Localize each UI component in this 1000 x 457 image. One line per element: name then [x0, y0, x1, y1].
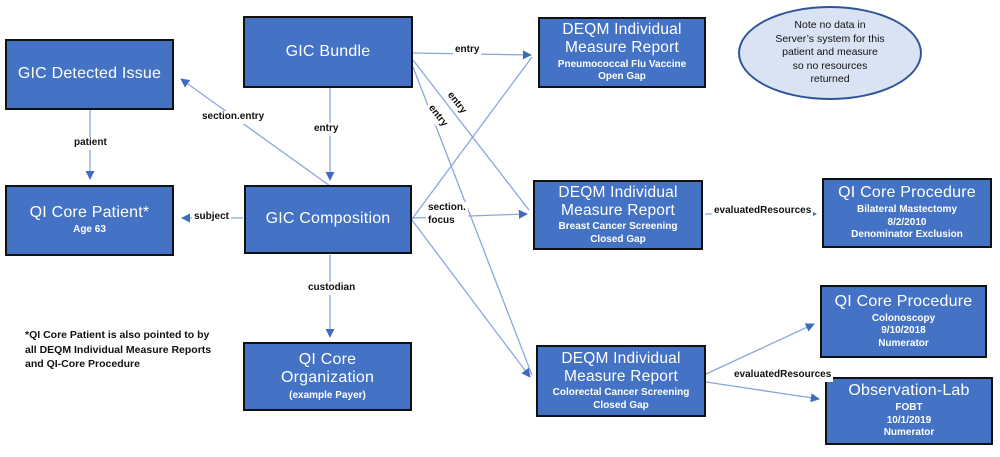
node-procedure-colonoscopy: QI Core Procedure Colonoscopy 9/10/2018 …	[820, 285, 987, 358]
node-subtitle-line: 10/1/2019	[886, 414, 932, 426]
node-subtitle: (example Payer)	[289, 389, 366, 401]
node-imr-colorectal: DEQM Individual Measure Report Colorecta…	[536, 345, 706, 417]
node-observation-lab: Observation-Lab FOBT 10/1/2019 Numerator	[825, 377, 993, 445]
note-ellipse: Note no data in Server’s system for this…	[738, 6, 922, 100]
node-subtitle: Pneumococcal Flu Vaccine Open Gap	[558, 59, 686, 84]
node-subtitle-line: Colonoscopy	[871, 312, 936, 324]
node-gic-composition: GIC Composition	[244, 185, 412, 254]
node-subtitle: Breast Cancer Screening Closed Gap	[559, 221, 678, 246]
edge-label-section-focus: section. focus	[426, 202, 468, 227]
node-title: QI Core Procedure	[834, 292, 973, 310]
node-title: QI Core Organization	[280, 350, 375, 387]
edge-label-section-entry: section.entry	[200, 111, 267, 124]
node-title: DEQM Individual Measure Report	[558, 183, 678, 219]
node-subtitle-line: Numerator	[883, 427, 935, 439]
node-title: GIC Bundle	[285, 42, 371, 60]
edge-label-entry-vertical: entry	[312, 123, 341, 136]
node-subtitle-line: Colorectal Cancer Screening	[552, 387, 690, 399]
node-title: DEQM Individual Measure Report	[561, 349, 681, 385]
node-gic-bundle: GIC Bundle	[243, 16, 413, 88]
node-title: GIC Composition	[265, 210, 391, 228]
node-subtitle-line: 9/10/2018	[881, 325, 926, 337]
node-subtitle: FOBT 10/1/2019 Numerator	[884, 402, 935, 440]
node-qi-core-patient: QI Core Patient* Age 63	[5, 185, 174, 256]
arrow-evaluated-colorectal-colonoscopy	[705, 323, 815, 375]
edge-label-evaluated-resources-breast: evaluatedResources	[712, 205, 814, 218]
arrow-entry-bundle-breast	[412, 59, 530, 211]
node-qi-core-organization: QI Core Organization (example Payer)	[243, 342, 412, 411]
node-procedure-bilateral-mastectomy: QI Core Procedure Bilateral Mastectomy 8…	[822, 178, 992, 248]
node-title: Observation-Lab	[848, 382, 970, 400]
node-subtitle-line: Closed Gap	[593, 399, 649, 411]
edge-label-custodian: custodian	[306, 282, 358, 295]
arrow-focus-composition-pneumococcal	[411, 56, 533, 220]
node-imr-breast: DEQM Individual Measure Report Breast Ca…	[533, 180, 703, 250]
node-subtitle-line: Pneumococcal Flu Vaccine	[557, 58, 687, 70]
node-subtitle-line: Breast Cancer Screening	[558, 221, 678, 233]
node-imr-pneumococcal: DEQM Individual Measure Report Pneumococ…	[538, 17, 706, 88]
edge-label-subject: subject	[192, 211, 232, 224]
node-subtitle-line: Numerator	[878, 337, 929, 349]
node-subtitle: Colorectal Cancer Screening Closed Gap	[553, 387, 690, 412]
node-subtitle: Bilateral Mastectomy 8/2/2010 Denominato…	[851, 204, 963, 242]
node-subtitle-line: Denominator Exclusion	[851, 229, 963, 241]
arrow-section-entry	[180, 78, 331, 187]
node-gic-detected-issue: GIC Detected Issue	[5, 39, 174, 110]
node-subtitle: Age 63	[73, 224, 106, 236]
node-title: QI Core Patient*	[29, 204, 150, 222]
node-title: GIC Detected Issue	[17, 65, 162, 83]
note-text: Note no data in Server’s system for this…	[775, 18, 885, 86]
node-subtitle: Colonoscopy 9/10/2018 Numerator	[872, 313, 935, 351]
node-subtitle-line: Open Gap	[598, 71, 646, 83]
node-title: DEQM Individual Measure Report	[562, 21, 682, 56]
node-subtitle-line: Closed Gap	[590, 233, 646, 245]
arrow-evaluated-colorectal-observation	[705, 381, 820, 403]
arrow-focus-composition-colorectal	[411, 219, 531, 378]
edge-label-evaluated-resources-colorectal: evaluatedResources	[732, 369, 834, 382]
node-subtitle-line: FOBT	[895, 402, 923, 414]
footnote: *QI Core Patient is also pointed to by a…	[25, 329, 212, 371]
edge-label-entry-horizontal: entry	[453, 44, 482, 57]
edge-label-patient: patient	[72, 137, 109, 150]
node-subtitle-line: Bilateral Mastectomy	[856, 204, 958, 216]
node-title: QI Core Procedure	[838, 184, 976, 202]
node-subtitle-line: 8/2/2010	[887, 216, 927, 228]
